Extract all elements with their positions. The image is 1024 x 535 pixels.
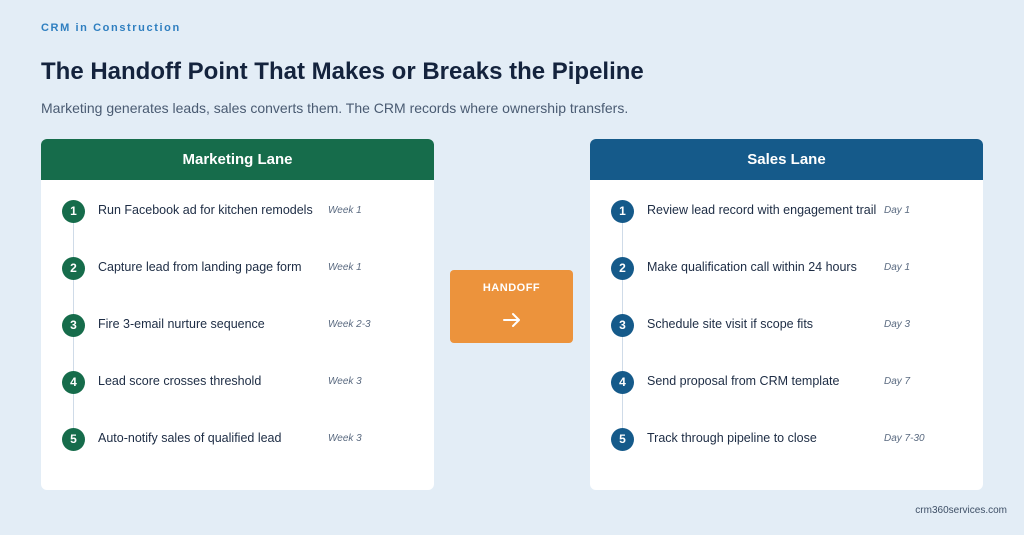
sales-lane: Sales Lane 1 Review lead record with eng… [590,139,983,490]
step-time: Day 1 [884,205,911,216]
marketing-step: 5 Auto-notify sales of qualified lead We… [41,428,434,458]
step-text: Schedule site visit if scope fits [647,317,814,331]
step-text: Capture lead from landing page form [98,260,302,274]
step-time: Day 1 [884,262,911,273]
step-number: 2 [611,257,634,280]
step-number: 1 [611,200,634,223]
sales-step: 1 Review lead record with engagement tra… [590,200,983,230]
step-time: Day 3 [884,319,911,330]
sales-step: 2 Make qualification call within 24 hour… [590,257,983,287]
page-title: The Handoff Point That Makes or Breaks t… [41,58,644,85]
marketing-step: 4 Lead score crosses threshold Week 3 [41,371,434,401]
footer-site-link[interactable]: crm360services.com [915,505,1007,516]
marketing-lane-title: Marketing Lane [41,139,434,180]
step-text: Track through pipeline to close [647,431,817,445]
step-number: 5 [611,428,634,451]
arrow-right-icon [503,313,520,327]
sales-step: 3 Schedule site visit if scope fits Day … [590,314,983,344]
step-number: 3 [62,314,85,337]
step-time: Week 1 [328,262,362,273]
sales-step: 4 Send proposal from CRM template Day 7 [590,371,983,401]
handoff-block: HANDOFF [450,270,573,343]
page-subtitle: Marketing generates leads, sales convert… [41,100,629,116]
step-text: Fire 3-email nurture sequence [98,317,265,331]
step-text: Run Facebook ad for kitchen remodels [98,203,313,217]
marketing-step: 1 Run Facebook ad for kitchen remodels W… [41,200,434,230]
step-number: 5 [62,428,85,451]
sales-lane-title: Sales Lane [590,139,983,180]
step-time: Week 2-3 [328,319,371,330]
step-text: Lead score crosses threshold [98,374,262,388]
step-number: 4 [611,371,634,394]
step-time: Week 3 [328,433,362,444]
sales-step: 5 Track through pipeline to close Day 7-… [590,428,983,458]
marketing-step: 3 Fire 3-email nurture sequence Week 2-3 [41,314,434,344]
step-text: Make qualification call within 24 hours [647,260,857,274]
step-number: 4 [62,371,85,394]
marketing-step: 2 Capture lead from landing page form We… [41,257,434,287]
marketing-lane: Marketing Lane 1 Run Facebook ad for kit… [41,139,434,490]
handoff-label: HANDOFF [482,282,541,294]
step-time: Day 7 [884,376,911,387]
step-text: Send proposal from CRM template [647,374,840,388]
eyebrow: CRM in Construction [41,22,181,34]
step-text: Auto-notify sales of qualified lead [98,431,282,445]
step-time: Day 7-30 [884,433,925,444]
step-time: Week 3 [328,376,362,387]
step-number: 2 [62,257,85,280]
step-text: Review lead record with engagement trail [647,203,877,217]
step-number: 3 [611,314,634,337]
step-time: Week 1 [328,205,362,216]
step-number: 1 [62,200,85,223]
